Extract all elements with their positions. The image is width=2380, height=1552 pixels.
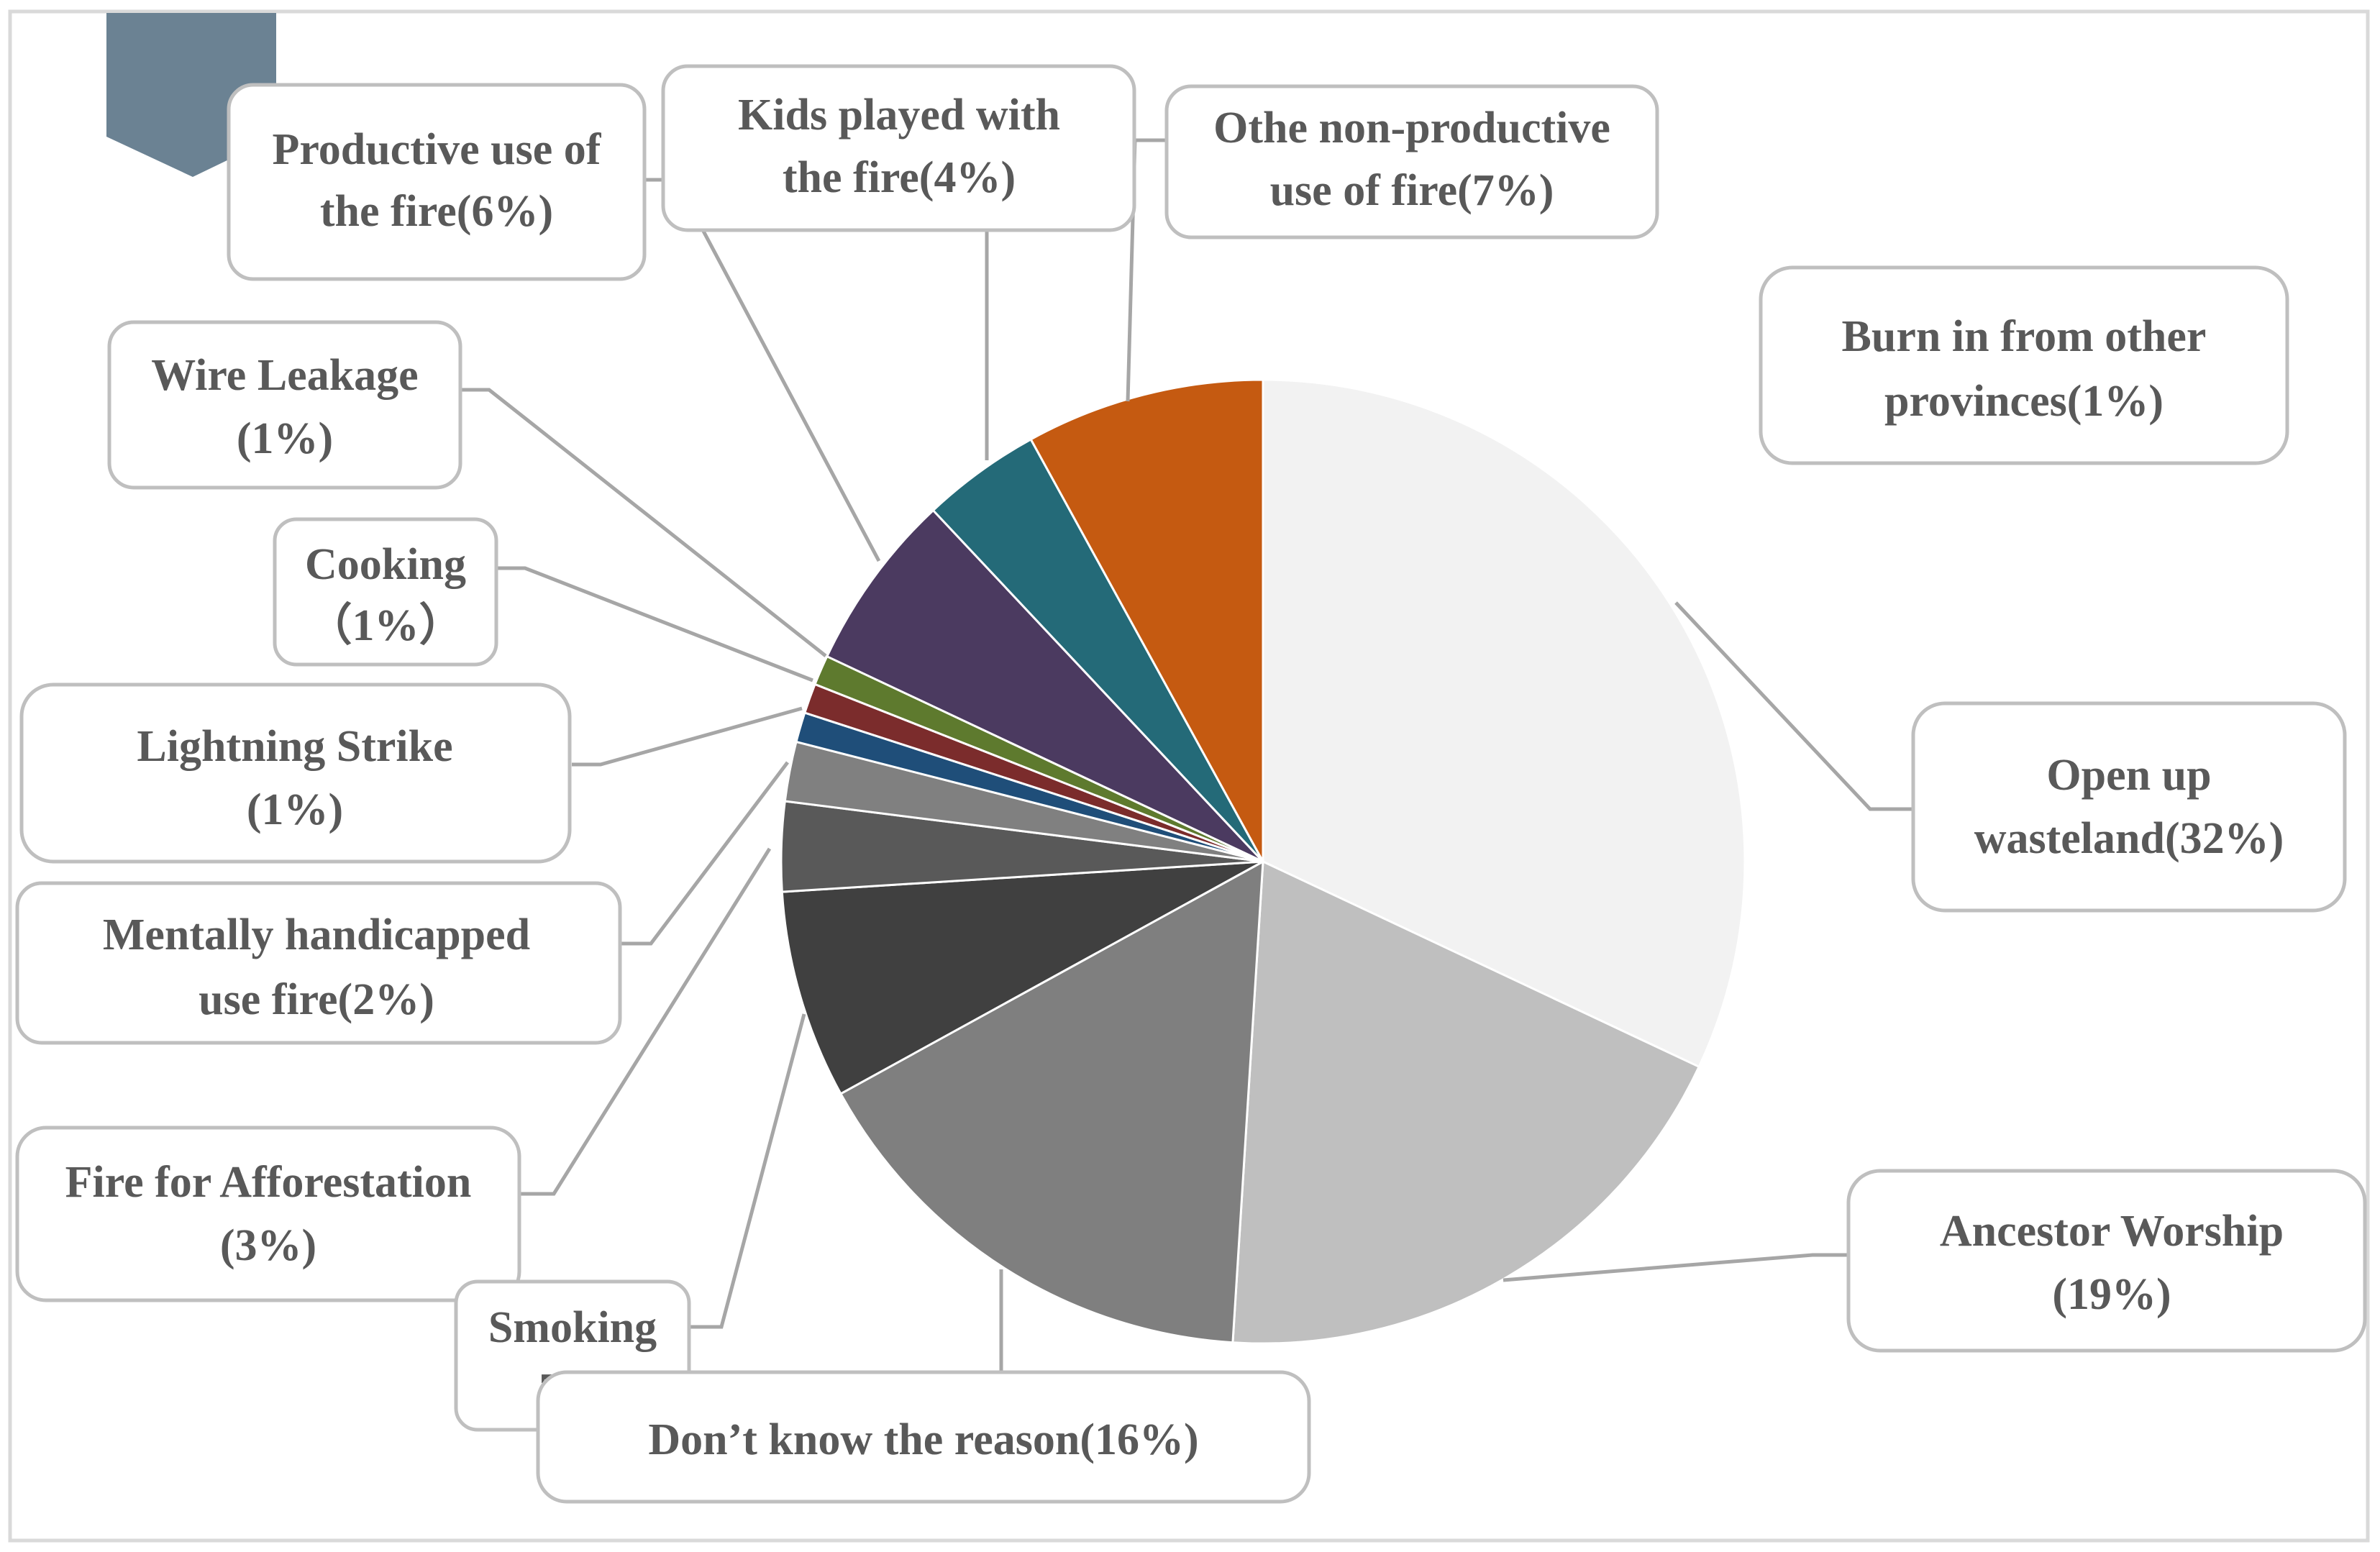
label-box-afforestation	[15, 1126, 521, 1302]
leader-smoking	[689, 1013, 806, 1329]
label-kids-line1: Kids played with	[738, 91, 1060, 140]
label-burn-line2: provinces(1%)	[1884, 377, 2164, 426]
svg-text:Mentally handicapped: Mentally handicapped	[103, 910, 530, 959]
label-box-wire	[107, 320, 462, 490]
label-kids-line2: the fire(4%)	[783, 153, 1016, 202]
leader-mentally	[620, 761, 789, 946]
label-cooking-line1: Cooking	[305, 540, 466, 589]
label-box-open-up	[1911, 701, 2347, 913]
svg-text:wasteland(32%): wasteland(32%)	[1974, 814, 2284, 863]
leader-lightning	[572, 706, 803, 767]
label-kids: Kids played with the fire(4%)	[661, 64, 1136, 232]
label-lightning-line1: Lightning Strike	[137, 722, 452, 771]
label-afforestation: Fire for Afforestation (3%)	[15, 1126, 521, 1302]
pie-slice-3	[780, 860, 1264, 1095]
label-lightning-line2: (1%)	[247, 785, 343, 834]
label-productive-line1: Productive use of	[273, 125, 602, 174]
label-othe-line2: use of fire(7%)	[1270, 166, 1554, 215]
svg-text:Cooking: Cooking	[305, 540, 466, 589]
label-burn: Burn in from other provinces(1%)	[1759, 265, 2289, 465]
pie-slice-2	[839, 859, 1264, 1344]
svg-text:use fire(2%): use fire(2%)	[199, 975, 434, 1024]
svg-text:provinces(1%): provinces(1%)	[1884, 377, 2164, 426]
label-wire-line1: Wire Leakage	[151, 351, 418, 400]
label-wire: Wire Leakage (1%)	[107, 320, 462, 490]
label-afforestation-line1: Fire for Afforestation	[65, 1158, 472, 1207]
label-othe-line1: Othe non-productive	[1213, 104, 1610, 152]
svg-text:Ancestor Worship: Ancestor Worship	[1940, 1207, 2284, 1256]
label-box-lightning	[19, 683, 572, 864]
svg-text:Lightning Strike: Lightning Strike	[137, 722, 452, 771]
pie-slice-1	[1231, 859, 1701, 1345]
svg-text:(19%): (19%)	[2052, 1270, 2171, 1319]
svg-text:Don’t know the reason(16%): Don’t know the reason(16%)	[648, 1415, 1198, 1464]
label-box-dont-know	[536, 1370, 1311, 1504]
label-box-cooking	[273, 517, 498, 667]
label-wire-line2: (1%)	[237, 414, 333, 463]
label-productive: Productive use of the fire(6%)	[227, 83, 647, 281]
svg-text:（1%）: （1%）	[307, 600, 463, 650]
label-mentally-line2: use fire(2%)	[199, 975, 434, 1024]
label-othe: Othe non-productive use of fire(7%)	[1164, 84, 1659, 239]
svg-text:Burn in from other: Burn in from other	[1842, 312, 2207, 361]
leader-wire	[460, 388, 827, 657]
pie-slice-9	[825, 508, 1264, 863]
label-ancestor-line2: (19%)	[2052, 1270, 2171, 1319]
svg-text:(3%): (3%)	[220, 1221, 316, 1270]
label-burn-line1: Burn in from other	[1842, 312, 2207, 361]
label-box-kids	[661, 64, 1136, 232]
svg-text:the fire(4%): the fire(4%)	[783, 153, 1016, 202]
svg-text:Kids played with: Kids played with	[738, 91, 1060, 140]
label-cooking: Cooking （1%）	[273, 517, 498, 667]
label-box-productive	[227, 83, 647, 281]
label-box-othe	[1164, 84, 1659, 239]
label-mentally-line1: Mentally handicapped	[103, 910, 530, 959]
label-open-up-line2: wasteland(32%)	[1974, 814, 2284, 863]
svg-text:(1%): (1%)	[247, 785, 343, 834]
label-smoking-line1: Smoking	[488, 1303, 657, 1352]
label-ancestor: Ancestor Worship (19%)	[1846, 1169, 2367, 1353]
label-productive-line2: the fire(6%)	[320, 187, 553, 236]
label-afforestation-line2: (3%)	[220, 1221, 316, 1270]
svg-text:Open up: Open up	[2046, 751, 2211, 800]
label-open-up-line1: Open up	[2046, 751, 2211, 800]
svg-text:(1%): (1%)	[237, 414, 333, 463]
pie-slice-0	[1262, 378, 1746, 1069]
svg-text:Productive use of: Productive use of	[273, 125, 602, 174]
svg-text:Fire for Afforestation: Fire for Afforestation	[65, 1158, 472, 1207]
data-labels: Productive use of the fire(6%) Kids play…	[15, 64, 2367, 1504]
label-box-ancestor	[1846, 1169, 2367, 1353]
leader-open-up	[1674, 601, 1913, 811]
pie-slice-11	[1029, 378, 1264, 862]
svg-text:Wire Leakage: Wire Leakage	[151, 351, 418, 400]
leader-cooking	[498, 566, 813, 683]
label-box-mentally	[15, 881, 622, 1045]
label-dont-know-line1: Don’t know the reason(16%)	[648, 1415, 1198, 1464]
label-mentally: Mentally handicapped use fire(2%)	[15, 881, 622, 1045]
svg-text:the fire(6%): the fire(6%)	[320, 187, 553, 236]
label-lightning: Lightning Strike (1%)	[19, 683, 572, 864]
svg-text:use of fire(7%): use of fire(7%)	[1270, 166, 1554, 215]
label-cooking-line2: （1%）	[307, 600, 463, 650]
leader-ancestor	[1503, 1253, 1848, 1282]
pie-slices	[780, 378, 1746, 1345]
leader-afforestation	[519, 847, 772, 1196]
label-dont-know: Don’t know the reason(16%)	[536, 1370, 1311, 1504]
svg-text:Othe non-productive: Othe non-productive	[1213, 104, 1610, 152]
svg-text:Smoking: Smoking	[488, 1303, 657, 1352]
label-box-burn	[1759, 265, 2289, 465]
label-open-up: Open up wasteland(32%)	[1911, 701, 2347, 913]
label-ancestor-line1: Ancestor Worship	[1940, 1207, 2284, 1256]
